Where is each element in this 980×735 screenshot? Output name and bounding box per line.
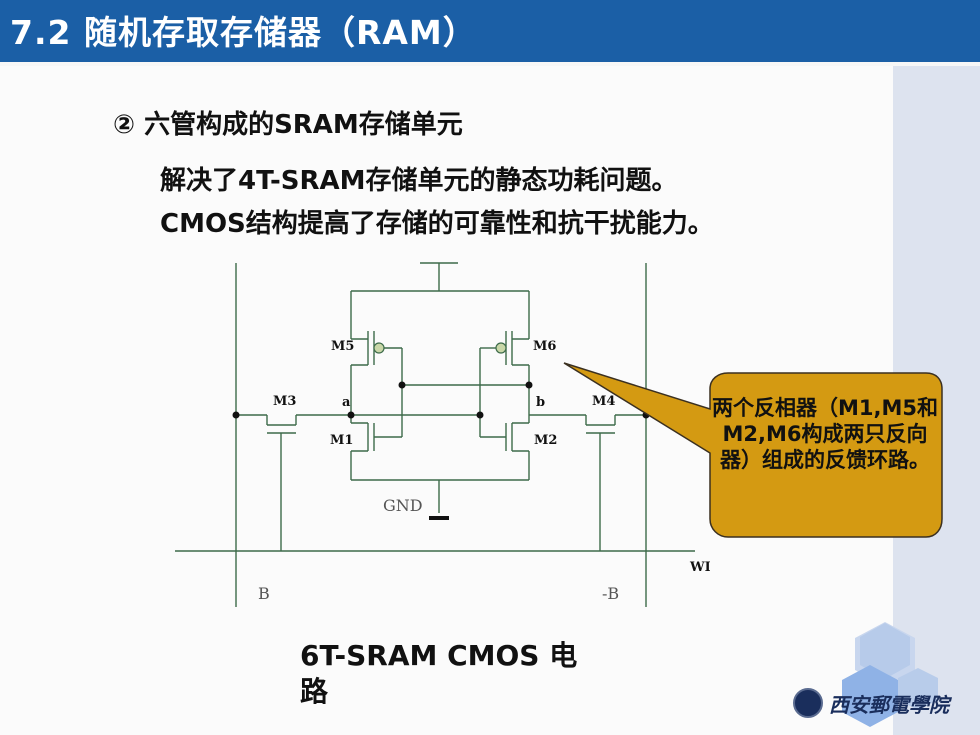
- label-m2: M2: [534, 433, 557, 448]
- slide-title: 7.2 随机存取存储器（RAM）: [10, 13, 477, 52]
- label-node-b: b: [536, 395, 545, 410]
- junction-dot: [525, 381, 533, 389]
- university-emblem-icon: [793, 688, 823, 718]
- label-word-line: WL: [689, 560, 710, 575]
- label-m4: M4: [592, 394, 615, 409]
- junction-dot: [476, 411, 484, 419]
- description-line-1: 解决了4T-SRAM存储单元的静态功耗问题。: [160, 166, 678, 196]
- junction-dot: [398, 381, 406, 389]
- label-m6: M6: [533, 339, 556, 354]
- university-logo: 西安郵電學院: [793, 686, 949, 720]
- hexagon-decoration: [842, 622, 938, 727]
- junction-dot: [347, 411, 355, 419]
- label-node-a: a: [342, 395, 351, 410]
- label-gnd: GND: [383, 496, 423, 515]
- label-bitline-b: B: [258, 584, 270, 603]
- description-line-2: CMOS结构提高了存储的可靠性和抗干扰能力。: [160, 209, 714, 239]
- circuit-caption: 6T-SRAM CMOS 电路: [300, 639, 578, 708]
- ground-symbol: [429, 516, 449, 520]
- slide-header: 7.2 随机存取存储器（RAM）: [0, 0, 980, 66]
- annotation-callout: [563, 362, 943, 538]
- m6-gate-bubble: [495, 342, 507, 354]
- m5-gate-bubble: [373, 342, 385, 354]
- label-m1: M1: [330, 433, 353, 448]
- section-subtitle: ② 六管构成的SRAM存储单元: [113, 110, 463, 140]
- university-name: 西安郵電學院: [829, 692, 949, 717]
- label-m5: M5: [331, 339, 354, 354]
- callout-bubble: [563, 362, 943, 538]
- junction-dot: [232, 411, 240, 419]
- label-bitline-b-bar: -B: [602, 584, 619, 603]
- label-m3: M3: [273, 394, 296, 409]
- callout-text: 两个反相器（M1,M5和M2,M6构成两只反向器）组成的反馈环路。: [712, 396, 938, 472]
